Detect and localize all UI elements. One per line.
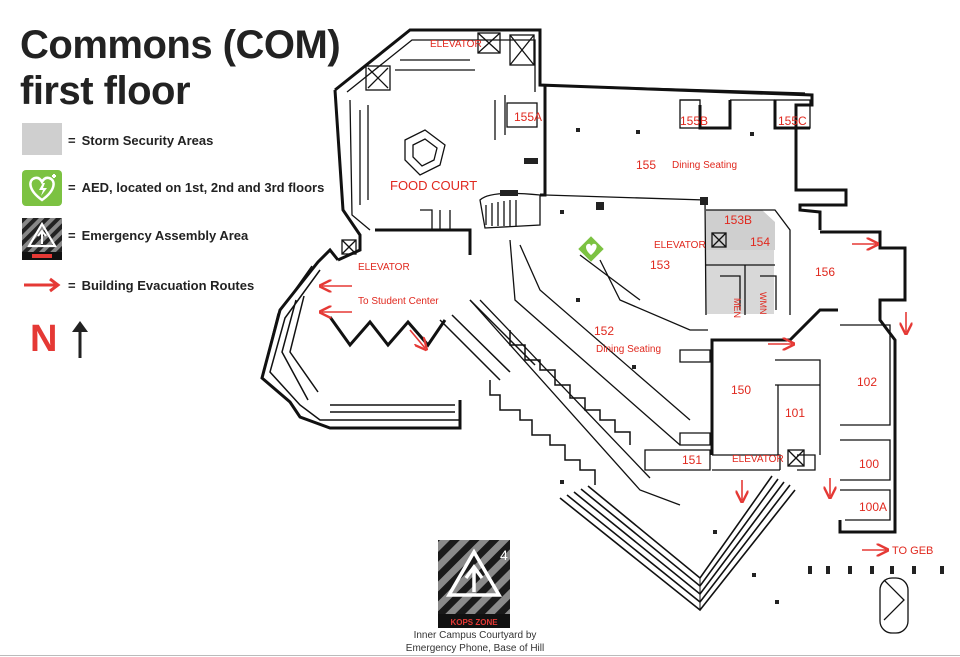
- aed-map-marker: [578, 236, 604, 262]
- north-label: N: [30, 318, 58, 360]
- assembly-caption-line-2: Emergency Phone, Base of Hill: [405, 643, 545, 654]
- legend-evacuation-label: Building Evacuation Routes: [81, 277, 255, 293]
- north-arrow-icon: [72, 321, 88, 358]
- room-100: 100: [859, 457, 879, 471]
- title-line-1: Commons (COM): [20, 23, 341, 67]
- legend-assembly: = Emergency Assembly Area: [22, 218, 249, 260]
- interior-lines: [346, 39, 891, 521]
- bottom-rule: [0, 655, 960, 656]
- room-150: 150: [731, 383, 751, 397]
- room-155B: 155B: [680, 114, 708, 128]
- legend-aed-label: AED, located on 1st, 2nd and 3rd floors: [81, 179, 325, 195]
- legend-storm: = Storm Security Areas: [22, 123, 213, 157]
- room-153B: 153B: [724, 213, 752, 227]
- room-101: 101: [785, 406, 805, 420]
- title-line-2: first floor: [20, 69, 191, 113]
- outer-walls: [260, 28, 907, 534]
- assembly-caption: Inner Campus Courtyard by Emergency Phon…: [400, 629, 550, 655]
- storm-area-swatch: [22, 123, 62, 157]
- evacuation-routes: [322, 244, 906, 550]
- elevator-mid-label: ELEVATOR: [654, 240, 706, 251]
- room-labels: 155A 155B 155C 155 153B 154 153 156 152 …: [514, 110, 887, 514]
- room-155: 155: [636, 158, 656, 172]
- to-student-center-label: To Student Center: [358, 296, 439, 307]
- courtyard-stairs: [559, 475, 796, 612]
- room-154: 154: [750, 235, 770, 249]
- assembly-zone-sign: 4 KOPS ZONE: [438, 540, 510, 628]
- page-title: Commons (COM) first floor: [20, 22, 341, 114]
- dining-152-label: Dining Seating: [596, 344, 661, 355]
- room-155C: 155C: [778, 114, 807, 128]
- zone-number: 4: [500, 547, 508, 563]
- food-court-label: FOOD COURT: [390, 178, 477, 193]
- room-155A: 155A: [514, 110, 542, 124]
- women-label: WMN: [758, 292, 768, 315]
- evacuation-arrow-icon: [22, 268, 62, 302]
- assembly-area-icon: [22, 218, 62, 260]
- elevator-west-label: ELEVATOR: [358, 262, 410, 273]
- legend-storm-label: Storm Security Areas: [81, 132, 214, 148]
- zone-logo-text: KOPS ZONE: [450, 618, 498, 627]
- aed-icon: [22, 170, 62, 206]
- fixtures: [341, 32, 909, 634]
- room-102: 102: [857, 375, 877, 389]
- men-label: MEN: [732, 298, 742, 318]
- room-152: 152: [594, 324, 614, 338]
- southwest-wing: [263, 265, 631, 485]
- columns: [500, 128, 944, 604]
- assembly-caption-line-1: Inner Campus Courtyard by: [413, 630, 537, 641]
- elevator-top-label: ELEVATOR: [430, 39, 482, 50]
- room-151: 151: [682, 453, 702, 467]
- dining-155-label: Dining Seating: [672, 160, 737, 171]
- room-156: 156: [815, 265, 835, 279]
- legend-evacuation: = Building Evacuation Routes: [22, 268, 254, 302]
- legend-aed: = AED, located on 1st, 2nd and 3rd floor…: [22, 170, 325, 206]
- room-153: 153: [650, 258, 670, 272]
- area-labels: ELEVATOR ELEVATOR ELEVATOR ELEVATOR FOOD…: [358, 39, 933, 557]
- legend-assembly-label: Emergency Assembly Area: [81, 227, 249, 243]
- elevator-south-label: ELEVATOR: [732, 454, 784, 465]
- room-100A: 100A: [859, 500, 887, 514]
- to-geb-label: TO GEB: [892, 545, 933, 557]
